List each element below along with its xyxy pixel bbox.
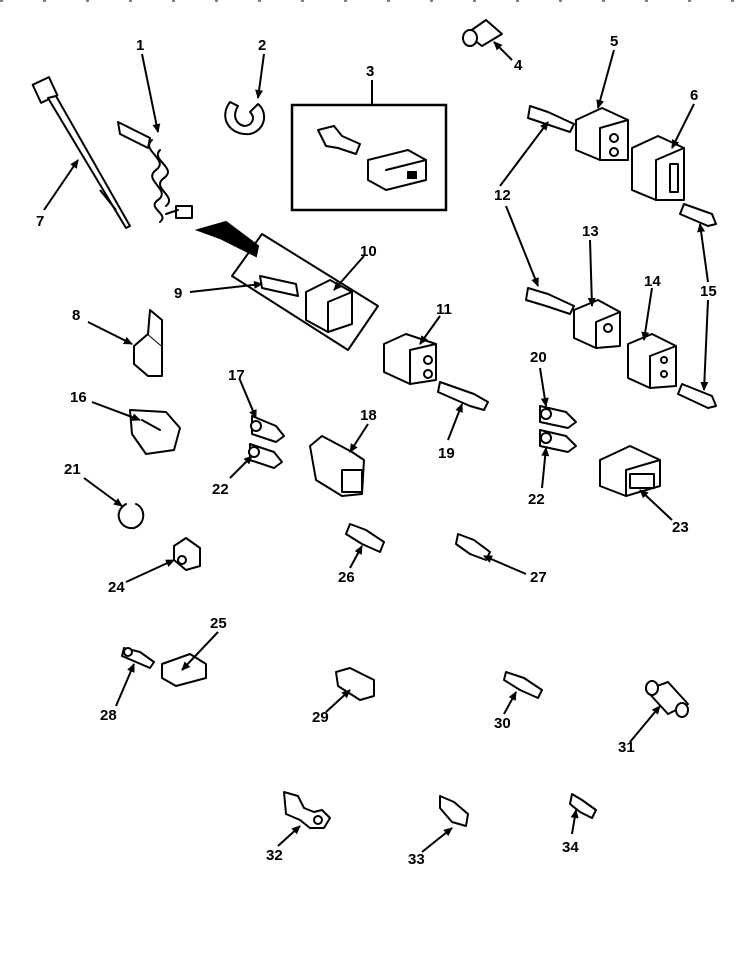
part-22-terminal-right (539, 429, 577, 453)
callout-19: 19 (438, 445, 455, 462)
callout-23: 23 (672, 519, 689, 536)
callout-15: 15 (700, 283, 717, 300)
part-23-housing (599, 445, 661, 497)
part-7-cable-tie (31, 76, 131, 229)
callout-7: 7 (36, 213, 44, 230)
callout-26: 26 (338, 569, 355, 586)
callout-33: 33 (408, 851, 425, 868)
part-32-ring-terminal (283, 791, 331, 829)
part-16-grommet (129, 409, 181, 455)
part-33-terminal (439, 795, 469, 827)
part-18-housing (309, 435, 365, 497)
part-11-connector (383, 333, 437, 385)
part-8-clip (133, 309, 163, 377)
part-12-terminal-upper (527, 105, 575, 133)
callout-1: 1 (136, 37, 144, 54)
callout-34: 34 (562, 839, 579, 856)
part-29-terminal (335, 667, 375, 701)
callout-25: 25 (210, 615, 227, 632)
callout-32: 32 (266, 847, 283, 864)
callout-10: 10 (360, 243, 377, 260)
callout-18: 18 (360, 407, 377, 424)
part-15-pin-lower (677, 383, 717, 409)
callout-8: 8 (72, 307, 80, 324)
callout-4: 4 (514, 57, 523, 74)
part-21-snap-ring (117, 503, 145, 530)
callout-20: 20 (530, 349, 547, 366)
leader-lines (43, 41, 709, 853)
callout-labels: 1 2 3 4 5 6 7 8 9 10 11 12 12 13 14 15 1… (36, 33, 717, 868)
callout-30: 30 (494, 715, 511, 732)
part-3-connector-kit (290, 103, 448, 212)
part-6-connector (631, 135, 685, 201)
part-5-connector (575, 107, 629, 161)
callout-11: 11 (436, 301, 452, 318)
part-1-wire-harness (117, 121, 193, 223)
callout-24: 24 (108, 579, 125, 596)
part-19-pin (437, 381, 489, 411)
part-30-terminal (503, 671, 543, 699)
callout-14: 14 (644, 273, 661, 290)
part-12-terminal-lower (525, 287, 575, 315)
part-9-10-panel (194, 220, 379, 351)
part-31-fuse (645, 680, 689, 718)
part-4-sleeve (462, 19, 503, 47)
callout-16: 16 (70, 389, 87, 406)
callout-31: 31 (618, 739, 635, 756)
callout-29: 29 (312, 709, 329, 726)
callout-9: 9 (174, 285, 182, 302)
callout-21: 21 (64, 461, 81, 478)
part-20-terminal (539, 405, 577, 429)
callout-3: 3 (366, 63, 374, 80)
part-24-connector (173, 537, 201, 571)
callout-27: 27 (530, 569, 547, 586)
callout-13: 13 (582, 223, 599, 240)
part-14-connector (627, 333, 677, 389)
part-25-cover (161, 653, 207, 687)
part-28-terminal (121, 647, 155, 669)
part-22-terminal-left (248, 443, 283, 469)
part-15-pin-upper (679, 203, 717, 227)
callout-12: 12 (494, 187, 511, 204)
callout-28: 28 (100, 707, 117, 724)
callout-17: 17 (228, 367, 245, 384)
part-34-terminal (569, 793, 597, 819)
part-13-connector (573, 299, 621, 349)
callout-22-right: 22 (528, 491, 545, 508)
part-26-terminal (345, 523, 385, 553)
callout-2: 2 (258, 37, 266, 54)
callout-22-left: 22 (212, 481, 229, 498)
callout-6: 6 (690, 87, 698, 104)
part-2-clamp (224, 101, 266, 136)
part-17-terminal (250, 415, 285, 443)
callout-5: 5 (610, 33, 618, 50)
